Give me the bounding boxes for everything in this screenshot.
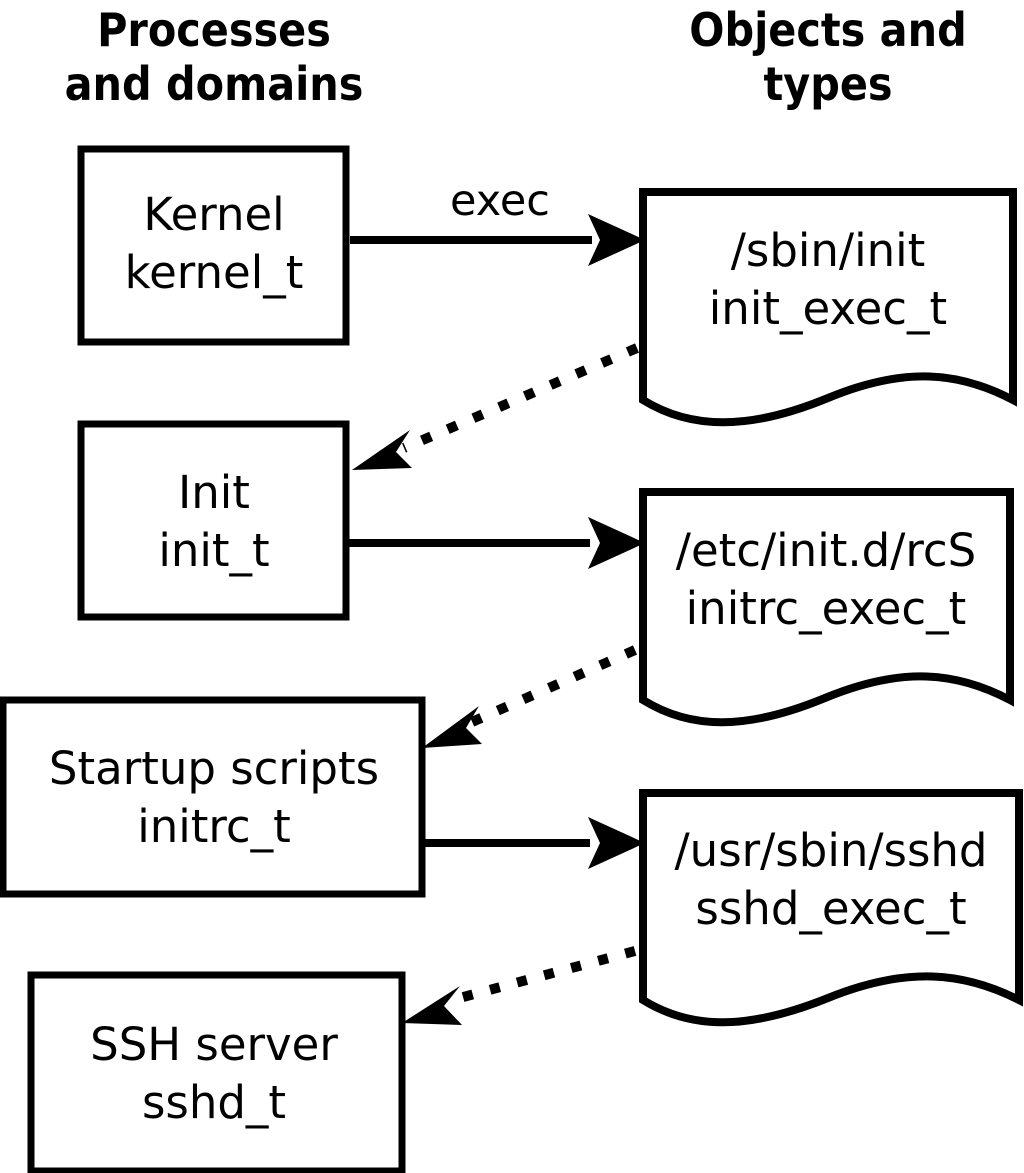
edge-label-exec: exec [450,176,550,226]
edge-initrc-becomes-arrowhead [422,706,482,748]
edge-init-becomes-arrowhead [352,430,412,470]
process-node-kernel-type: kernel_t [125,246,304,299]
edge-init-exec-rcs-arrowhead [588,517,645,569]
process-node-init-type: init_t [158,524,269,577]
object-node-sbin-init-path: /sbin/init [731,224,926,277]
object-node-etc-rcs[interactable]: /etc/init.d/rcS initrc_exec_t [639,488,1014,727]
column-header-processes-line1: Processes [97,3,331,57]
object-node-usr-sshd-type: sshd_exec_t [695,882,966,935]
edge-init-exec-rcs [348,517,645,569]
process-node-initrc-name: Startup scripts [49,742,379,795]
edge-init-becomes-line [402,343,639,453]
edge-sshd-becomes-arrowhead [402,986,462,1025]
edge-kernel-exec-init: exec [350,176,645,266]
process-node-kernel[interactable]: Kernel kernel_t [77,145,350,346]
object-node-sbin-init-type: init_exec_t [709,282,947,335]
object-node-etc-rcs-type: initrc_exec_t [686,582,967,635]
process-node-sshd[interactable]: SSH server sshd_t [27,971,406,1173]
object-node-usr-sshd[interactable]: /usr/sbin/sshd sshd_exec_t [639,789,1023,1027]
object-node-etc-rcs-path: /etc/init.d/rcS [676,524,976,577]
process-node-kernel-name: Kernel [143,188,284,241]
object-node-etc-rcs-document-shape[interactable] [639,488,1014,727]
edge-init-becomes [352,343,639,470]
column-header-objects-line1: Objects and [689,3,966,57]
process-node-initrc[interactable]: Startup scripts initrc_t [0,696,426,898]
edge-initrc-becomes [422,645,638,748]
object-node-sbin-init[interactable]: /sbin/init init_exec_t [639,188,1017,427]
edge-kernel-exec-init-arrowhead [588,214,645,266]
edge-sshd-becomes-line [450,946,637,1005]
edge-initrc-becomes-line [469,645,638,727]
column-header-processes-line2: and domains [65,57,364,111]
process-node-initrc-box[interactable] [0,696,426,898]
edge-initrc-exec-sshd-arrowhead [588,817,645,869]
process-node-sshd-name: SSH server [90,1018,338,1071]
process-node-sshd-box[interactable] [27,971,406,1173]
process-node-initrc-type: initrc_t [137,800,291,853]
process-node-kernel-box[interactable] [77,145,350,346]
process-node-init-box[interactable] [77,420,350,621]
process-node-init-name: Init [178,466,250,519]
object-node-sbin-init-document-shape[interactable] [639,188,1017,427]
column-header-objects-line2: types [763,57,892,111]
object-node-usr-sshd-path: /usr/sbin/sshd [675,824,988,877]
column-header-processes: Processes and domains [65,3,364,111]
process-node-sshd-type: sshd_t [142,1076,286,1129]
column-header-objects: Objects and types [689,3,966,111]
process-node-init[interactable]: Init init_t [77,420,350,621]
edge-initrc-exec-sshd [424,817,645,869]
edge-sshd-becomes [402,946,637,1025]
object-node-usr-sshd-document-shape[interactable] [639,789,1023,1027]
